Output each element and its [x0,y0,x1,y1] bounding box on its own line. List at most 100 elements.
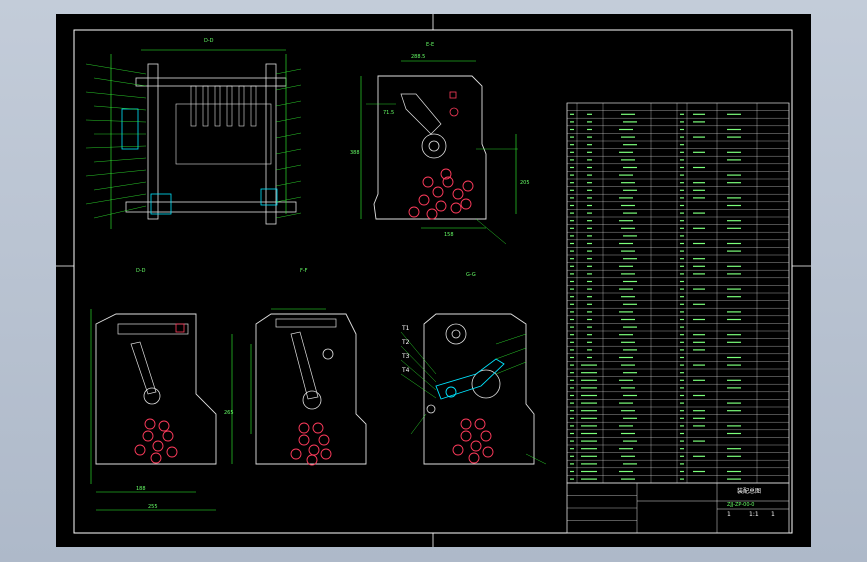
ee-leader [475,218,507,245]
ee-gear-part [460,198,472,210]
gg-gear-part [474,418,486,430]
title-block-scale-cell: 1 [727,511,731,518]
gg-leader [495,333,527,345]
view-title-dd: D-D [204,38,214,44]
ff-gear-part [320,448,332,460]
dd-leader [275,196,302,203]
title-block-drawing-no: ZJJ-ZP-00-0 [727,502,754,508]
dd-leader [93,205,147,219]
dd-spindle [190,85,197,127]
gg-callout-label: T2 [401,339,410,346]
gg-pivot [445,386,457,398]
ff-housing-right [255,313,367,465]
dd-leader [93,77,147,87]
ff-gear-part [298,434,310,446]
dim-ff-bottom2: 255 [148,504,158,510]
ff-gear-part [290,448,302,460]
gg-leader [495,347,527,360]
ee-pin [449,107,459,117]
ff-block-left [175,323,185,333]
ff-bearing [322,348,334,360]
dim-ee-right: 205 [520,180,530,186]
ee-gear-part [442,176,454,188]
ff-gear-part [152,440,164,452]
dim-ee-left: 71.5 [383,110,394,116]
dd-bottom-shaft [125,201,297,213]
gg-leader [400,345,437,383]
view-title-gg: G-G [466,272,476,278]
gg-leader [400,331,437,375]
gg-leader [410,413,427,435]
ff-gear-part [144,418,156,430]
dd-spindle [226,85,233,127]
drawing-frame [56,14,811,547]
dd-leader [275,148,302,155]
gg-pin [426,404,436,414]
gg-gear-part [452,444,464,456]
ff-gear-part [158,420,170,432]
gg-leader [400,359,437,391]
ff-roller-right [302,390,322,410]
view-title-ff: F-F [300,268,308,274]
gg-linkage [435,358,505,400]
dd-spindle [202,85,209,127]
gg-callout-label: T3 [401,353,410,360]
dd-leader [93,157,147,163]
dd-top-shaft [135,77,287,87]
dd-spindle [250,85,257,127]
dd-leader [275,116,302,123]
view-title-ee: E-E [426,42,434,48]
bom-table [566,102,790,484]
dd-left-plate [147,63,159,220]
dd-leader [275,212,302,219]
gg-gear-part [460,430,472,442]
dd-inner-frame [175,103,272,165]
gg-gear-part [460,418,472,430]
ee-gear-part [450,202,462,214]
dd-leader [275,180,302,187]
ee-gear-part [408,206,420,218]
gg-callout-label: T4 [401,367,410,374]
ff-gear-part [150,452,162,464]
ee-gear-part [432,186,444,198]
dim-ff-bottom1: 188 [136,486,146,492]
ff-spring-right [275,318,337,328]
ff-arm-right [290,331,319,400]
ee-lever [400,93,442,135]
dd-leader [85,119,147,123]
gg-cam [471,369,501,399]
ff-gear-part [166,446,178,458]
dd-leader [85,63,147,75]
ee-gear-part [435,200,447,212]
dd-gear-left [121,108,139,150]
ee-gear-part [418,194,430,206]
dd-leader [275,68,302,75]
gg-upper-bore [451,329,461,339]
dd-leader [275,100,302,107]
dd-leader [85,193,147,205]
dd-bearing [150,193,172,215]
ee-block [449,91,457,99]
ee-gear-part [426,208,438,220]
ff-gear-part [142,430,154,442]
dd-leader [275,164,302,171]
dd-leader [275,84,302,91]
assembly-drawing: D-DD-DE-E288.538871.5205158F-F188255265G… [56,14,811,547]
view-label-dd-below: D-D [136,268,146,274]
dd-leader [93,105,147,111]
outer-border [73,29,793,534]
ee-gear-part [462,180,474,192]
ee-housing [373,75,487,220]
dd-leader [275,132,302,139]
ff-gear-part [162,430,174,442]
ff-gear-part [318,434,330,446]
title-block-scale-cell: 1:1 [749,511,759,518]
ff-housing-left [95,313,217,465]
gg-housing [423,313,535,465]
ff-gear-part [312,422,324,434]
